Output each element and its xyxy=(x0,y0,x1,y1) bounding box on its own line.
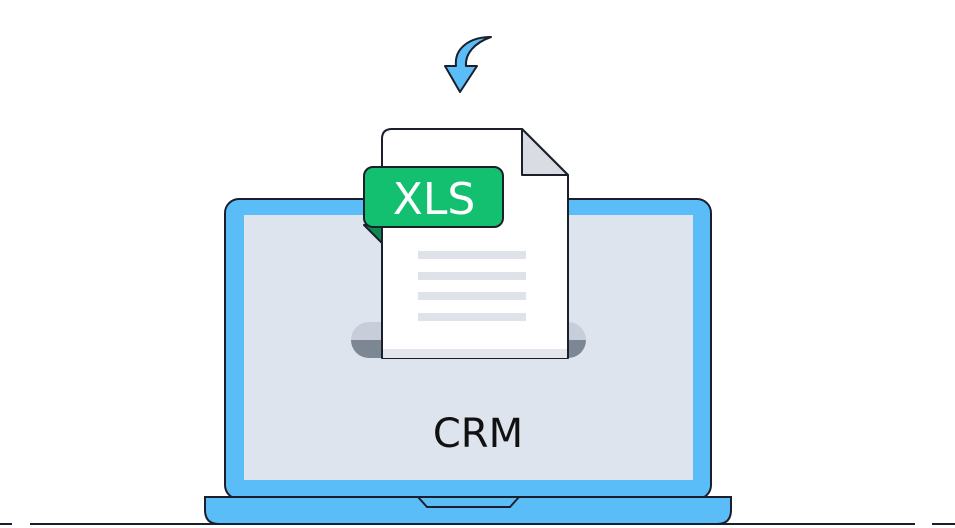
xls-badge: XLS xyxy=(363,166,504,244)
doc-line xyxy=(418,251,526,259)
crm-label: CRM xyxy=(433,411,523,457)
doc-line xyxy=(418,313,526,321)
laptop-base xyxy=(204,496,732,525)
laptop-notch xyxy=(417,496,520,508)
xls-file-icon xyxy=(381,128,569,359)
doc-line xyxy=(418,292,526,300)
doc-line xyxy=(418,272,526,280)
xls-badge-label: XLS xyxy=(393,174,476,225)
download-arrow-icon xyxy=(444,36,492,93)
